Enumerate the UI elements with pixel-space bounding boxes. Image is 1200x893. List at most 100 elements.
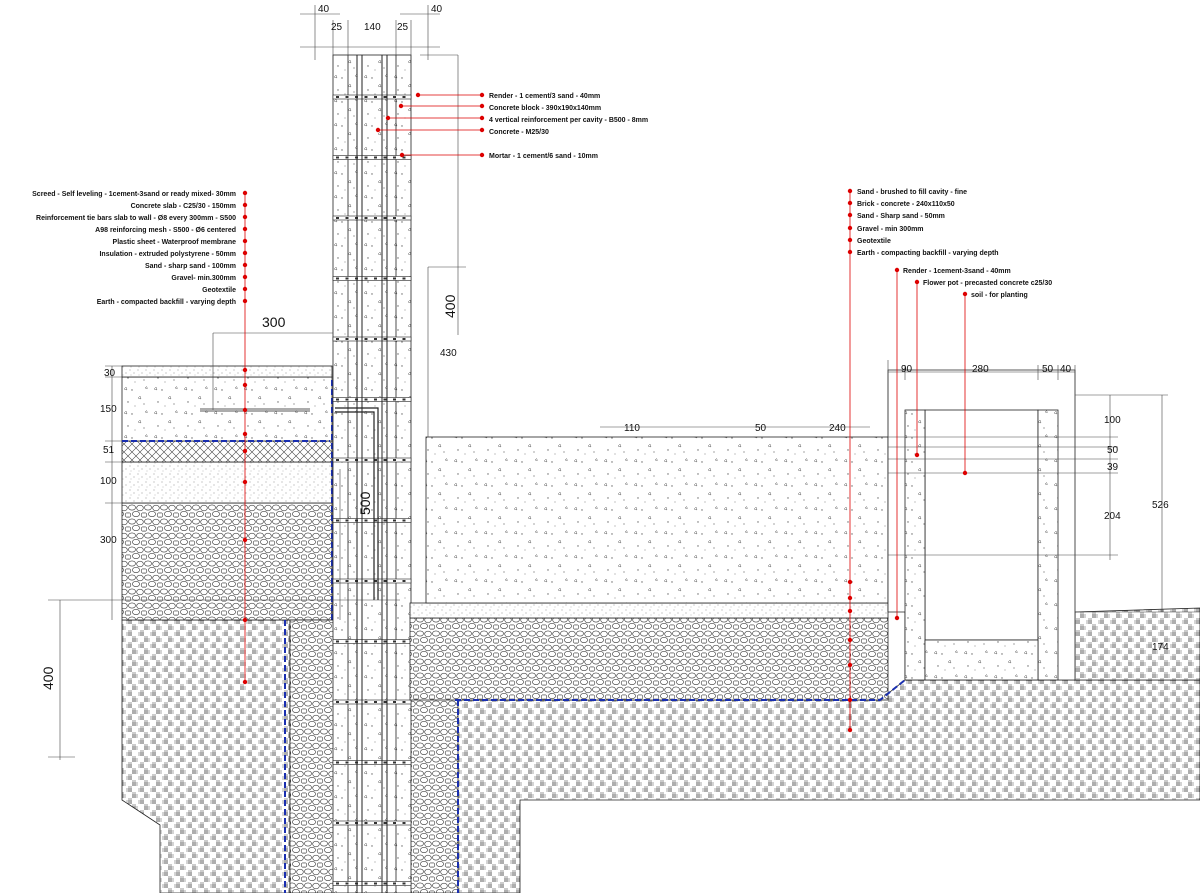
dim-526: 526 (1152, 500, 1169, 511)
joint-reinforcement (336, 96, 339, 98)
joint-reinforcement (364, 338, 368, 340)
joint-reinforcement (374, 580, 377, 582)
joint-reinforcement (393, 701, 396, 703)
leader-paving-target (847, 595, 853, 601)
leader-wall-concrete-dot (375, 127, 381, 133)
joint-reinforcement (393, 338, 396, 340)
joint-reinforcement (383, 580, 387, 582)
dim-280: 280 (972, 364, 989, 375)
joint-reinforcement (393, 277, 396, 280)
joint-reinforcement (364, 822, 368, 824)
mortar-joint (332, 699, 412, 705)
leader-paving-target (847, 608, 853, 614)
leader-floor-target (242, 407, 248, 413)
mortar-joint (332, 639, 412, 644)
label-screed: Screed - Self leveling - 1cement-3sand o… (32, 191, 236, 198)
label-concrete-slab: Concrete slab - C25/30 - 150mm (131, 203, 236, 210)
leader-floor-target (242, 431, 248, 437)
label-floor-earth: Earth - compacted backfill - varying dep… (97, 299, 236, 306)
joint-reinforcement (364, 277, 368, 280)
dim-90: 90 (901, 364, 913, 375)
tie-bar (335, 407, 379, 600)
joint-reinforcement (336, 882, 339, 885)
joint-reinforcement (383, 640, 387, 643)
material-labels: Render - 1 cement/3 sand - 40mm Concrete… (32, 93, 1052, 306)
joint-reinforcement (345, 701, 349, 703)
label-concrete-block: Concrete block - 390x190x140mm (489, 105, 601, 112)
joint-reinforcement (345, 217, 349, 219)
label-floor-geotextile: Geotextile (202, 287, 236, 294)
joint-reinforcement (393, 882, 396, 885)
block-wall (332, 54, 412, 893)
joint-reinforcement (345, 580, 349, 582)
joint-reinforcement (383, 701, 387, 703)
joint-reinforcement (402, 580, 406, 582)
joint-reinforcement (374, 338, 377, 340)
joint-reinforcement (393, 761, 396, 764)
joint-reinforcement (345, 882, 349, 885)
flower-pot (887, 369, 1076, 681)
joint-reinforcement (364, 882, 368, 885)
joint-reinforcement (345, 761, 349, 764)
dim-50-right: 50 (1107, 445, 1119, 456)
joint-reinforcement (364, 701, 368, 703)
joint-reinforcement (402, 640, 406, 643)
joint-reinforcement (374, 640, 377, 643)
joint-reinforcement (383, 338, 387, 340)
joint-reinforcement (374, 822, 377, 824)
label-mortar: Mortar - 1 cement/6 sand - 10mm (489, 153, 598, 160)
dim-500: 500 (357, 491, 373, 515)
label-tie-bars: Reinforcement tie bars slab to wall - Ø8… (36, 215, 236, 222)
joint-reinforcement (345, 96, 349, 98)
joint-reinforcement (374, 519, 377, 522)
joint-reinforcement (383, 882, 387, 885)
mortar-joint (332, 820, 412, 826)
dimension-lines (48, 5, 1200, 760)
joint-reinforcement (393, 459, 396, 461)
leader-floor-target (242, 448, 248, 454)
joint-reinforcement (402, 96, 406, 98)
joint-reinforcement (393, 156, 396, 159)
joint-reinforcement (393, 640, 396, 643)
joint-reinforcement (374, 459, 377, 461)
label-soil: soil - for planting (971, 292, 1028, 299)
floor-buildup (121, 365, 333, 893)
tie-bar (335, 411, 375, 600)
label-paving-earth: Earth - compacting backfill - varying de… (857, 250, 999, 257)
joint-reinforcement (393, 96, 396, 98)
joint-reinforcement (336, 156, 339, 159)
dim-40-right: 40 (431, 4, 443, 15)
joint-reinforcement (364, 217, 368, 219)
joint-reinforcement (345, 519, 349, 522)
joint-reinforcement (383, 822, 387, 824)
mortar-joint (332, 336, 412, 342)
label-wall-render: Render - 1 cement/3 sand - 40mm (489, 93, 600, 100)
joint-reinforcement (393, 519, 396, 522)
mortar-joint (332, 760, 412, 765)
earth-backfill (121, 607, 1200, 893)
leader-wall-concrete-dot (479, 127, 485, 133)
leader-floor-target (242, 382, 248, 388)
leader-flower-pot-dot (914, 279, 920, 285)
leader-floor-target (242, 537, 248, 543)
joint-reinforcement (374, 277, 377, 280)
joint-reinforcement (393, 398, 396, 401)
dim-300-top: 300 (262, 314, 286, 330)
joint-reinforcement (383, 277, 387, 280)
leader-soil-dot (962, 291, 968, 297)
dim-110: 110 (624, 423, 640, 434)
leader-mortar-dot (479, 152, 485, 158)
joint-reinforcement (345, 338, 349, 340)
joint-reinforcement (383, 156, 387, 159)
dim-50-pot: 50 (1042, 364, 1054, 375)
label-flower-pot: Flower pot - precasted concrete c25/30 (923, 280, 1052, 287)
joint-reinforcement (374, 217, 377, 219)
joint-reinforcement (364, 398, 368, 401)
joint-reinforcement (383, 398, 387, 401)
joint-reinforcement (374, 701, 377, 703)
leader-lines (242, 92, 968, 733)
joint-reinforcement (393, 822, 396, 824)
joint-reinforcement (336, 822, 339, 824)
joint-reinforcement (393, 217, 396, 219)
